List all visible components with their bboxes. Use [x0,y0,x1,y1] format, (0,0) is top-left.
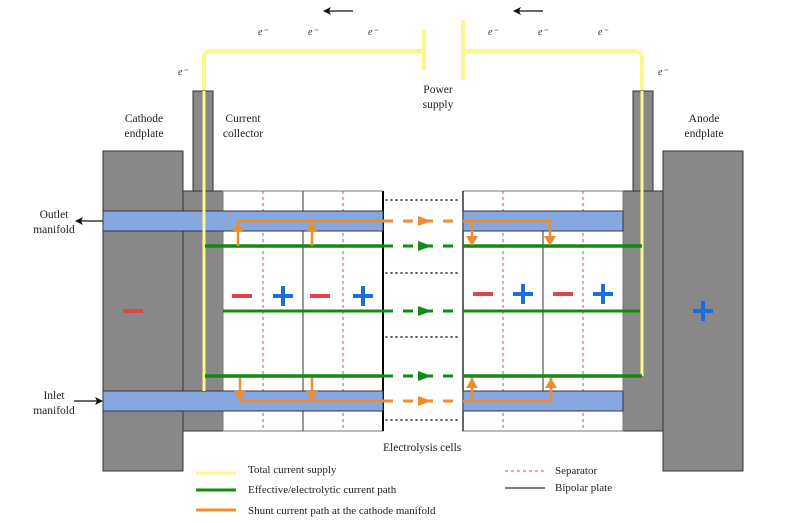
electron-label: e⁻ [308,27,318,38]
electron-label: e⁻ [258,27,268,38]
electrolysis-cells-label: Electrolysis cells [383,442,462,454]
minus-sign [232,294,252,298]
electron-label: e⁻ [658,67,668,78]
legend-label: Separator [555,465,597,477]
legend-label: Shunt current path at the cathode manifo… [248,505,436,517]
cathode-endplate [102,150,184,472]
cathode-endplate-label: endplate [125,128,164,140]
minus-sign [553,292,573,296]
legend-label: Total current supply [248,464,337,476]
legend-label: Bipolar plate [555,482,612,494]
minus-sign [123,309,143,313]
plus-sign [353,286,373,306]
minus-sign [310,294,330,298]
legend-label: Effective/electrolytic current path [248,484,397,496]
current-collector-label: collector [223,128,263,140]
power-supply-label: Power [423,84,453,96]
plus-sign [513,284,533,304]
plus-sign [593,284,613,304]
electron-label: e⁻ [368,27,378,38]
anode-endplate-label: endplate [685,128,724,140]
legend: Total current supply Effective/electroly… [196,464,612,517]
electron-label: e⁻ [178,67,188,78]
power-supply-label: supply [423,99,454,111]
gap-dots [385,199,461,421]
electron-label: e⁻ [488,27,498,38]
anode-endplate-label: Anode [689,113,720,125]
minus-sign [473,292,493,296]
shunt-current-paths [232,216,557,406]
effective-current-paths [205,241,642,381]
current-collector-label: Current [225,113,261,125]
polarity-signs [123,284,713,321]
outlet-manifold-label: manifold [33,224,75,236]
inlet-manifold-label: manifold [33,405,75,417]
inlet-manifold-label: Inlet [43,390,65,402]
wire-right [463,49,644,376]
electron-label: e⁻ [538,27,548,38]
cathode-endplate-label: Cathode [125,113,163,125]
plus-sign [273,286,293,306]
electron-label: e⁻ [598,27,608,38]
plus-sign [693,301,713,321]
outlet-manifold-label: Outlet [40,209,70,221]
wire-left [202,49,425,431]
